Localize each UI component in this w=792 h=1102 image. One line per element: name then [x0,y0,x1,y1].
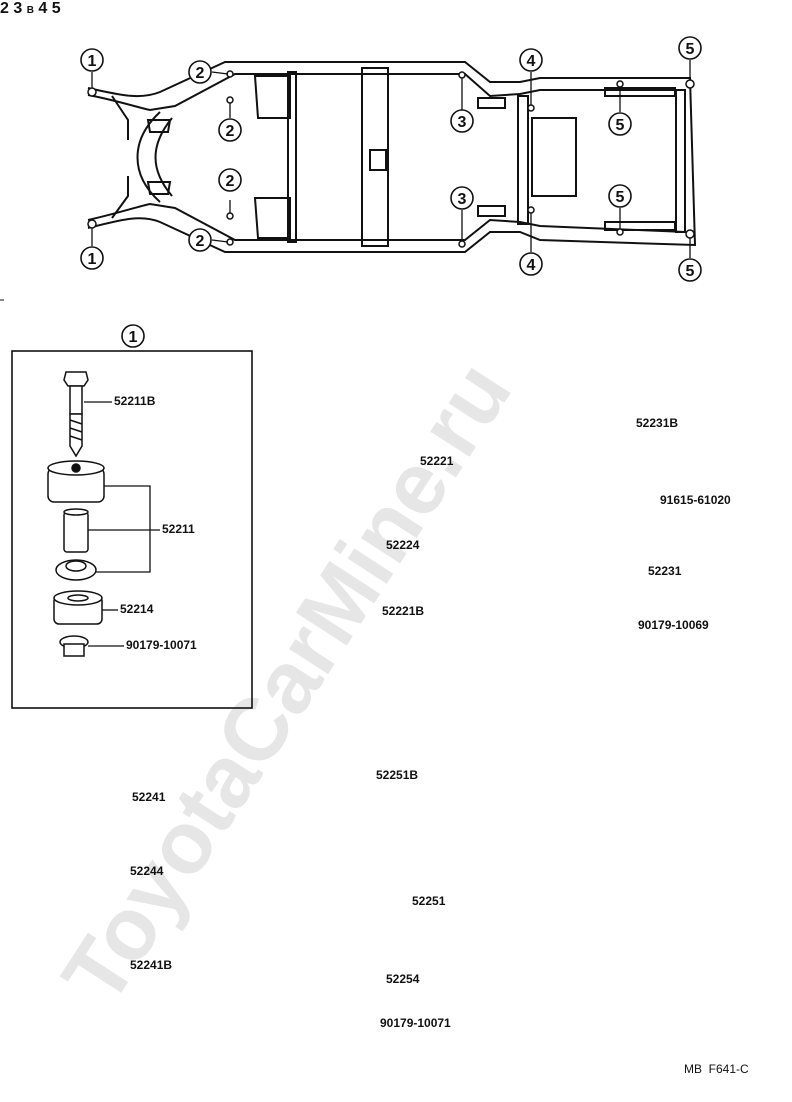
callout-2-a: 2 [188,60,212,84]
cushion-52214 [53,590,103,625]
label-52214: 52214 [120,602,154,616]
callout-3-bottom: 3 [450,186,474,210]
label-52224: 52224 [386,538,420,552]
label-52251B: 52251B [376,768,419,782]
washer-52211 [55,559,97,581]
callout-5-b: 5 [608,112,632,136]
label-52231: 52231 [648,564,682,578]
svg-text:5: 5 [686,263,695,280]
label-52241: 52241 [132,790,166,804]
label-52241B: 52241B [130,958,173,972]
callout-5-d: 5 [678,258,702,282]
label-52221: 52221 [420,454,454,468]
frame-callouts: 1 1 2 2 2 2 3 3 4 4 5 5 5 5 [80,36,702,282]
svg-text:3: 3 [458,114,467,131]
label-90179-10071-p1: 90179-10071 [126,638,197,652]
cushion-52211 [47,460,105,503]
svg-text:4: 4 [527,53,536,70]
panel-3: 3 B [13,0,38,17]
frame-leader-lines [91,60,691,258]
frame-mount-points [87,70,695,248]
callout-5-c: 5 [608,184,632,208]
callout-2-b: 2 [218,118,242,142]
svg-text:5: 5 [686,41,695,58]
panel-5: 5 [52,0,61,17]
panel-1: 1 [11,324,253,709]
callout-2-c: 2 [218,168,242,192]
svg-text:1: 1 [88,251,97,268]
footer-code: MB F641-C [684,1062,749,1076]
svg-text:4: 4 [527,257,536,274]
frame-diagram [87,61,697,253]
label-52244: 52244 [130,864,164,878]
sleeve-52211 [63,508,89,553]
svg-text:2: 2 [196,233,205,250]
label-90179-10071-p5: 90179-10071 [380,1016,451,1030]
panel-2: 2 [0,0,13,17]
panel-3-number: 3 [13,0,23,17]
svg-text:2: 2 [196,65,205,82]
callout-2-d: 2 [188,228,212,252]
svg-text:2: 2 [226,123,235,140]
label-52211: 52211 [162,522,195,536]
label-91615-61020: 91615-61020 [660,493,731,507]
callout-1-bottom: 1 [80,246,104,270]
svg-text:2: 2 [226,173,235,190]
label-52254: 52254 [386,972,420,986]
label-52221B: 52221B [382,604,425,618]
panel-4: 4 [38,0,51,17]
callout-4-top: 4 [519,48,543,72]
panel-5-number: 5 [51,0,61,17]
bolt-52211B [63,371,89,458]
label-52211B: 52211B [114,394,156,408]
callout-5-a: 5 [678,36,702,60]
badge-b-label: B [26,5,34,16]
watermark: ToyotaCarMine.ru [43,345,530,1021]
panel-2-number: 2 [0,0,9,17]
svg-text:5: 5 [616,189,625,206]
label-52231B: 52231B [636,416,679,430]
svg-text:1: 1 [88,53,97,70]
label-52251: 52251 [412,894,446,908]
label-90179-10069: 90179-10069 [638,618,709,632]
callout-1-top: 1 [80,48,104,72]
svg-text:3: 3 [458,191,467,208]
panel-1-number: 1 [129,329,138,346]
callout-4-bottom: 4 [519,252,543,276]
nut-90179-10071 [59,635,89,657]
callout-3-top: 3 [450,109,474,133]
panel-4-number: 4 [38,0,48,17]
svg-text:5: 5 [616,117,625,134]
